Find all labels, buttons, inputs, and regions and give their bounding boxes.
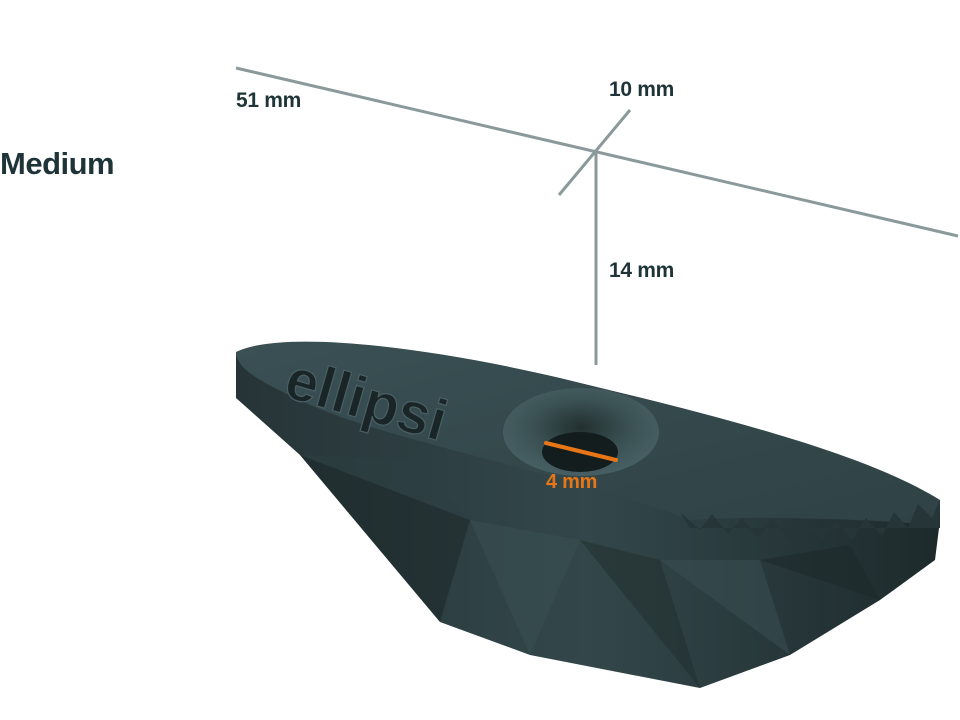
dimension-guides — [235, 66, 959, 365]
side-facets — [300, 455, 880, 688]
ellipsi-product: ellipsi — [236, 341, 940, 688]
depth-dimension-label: 10 mm — [609, 78, 675, 101]
height-dimension-label: 14 mm — [609, 259, 675, 282]
hole-dimension-label: 4 mm — [546, 471, 598, 493]
size-label: Medium — [0, 146, 115, 181]
hole-diameter-marker — [544, 441, 618, 462]
countersink-dish — [503, 388, 659, 476]
length-dimension-label: 51 mm — [236, 89, 302, 112]
